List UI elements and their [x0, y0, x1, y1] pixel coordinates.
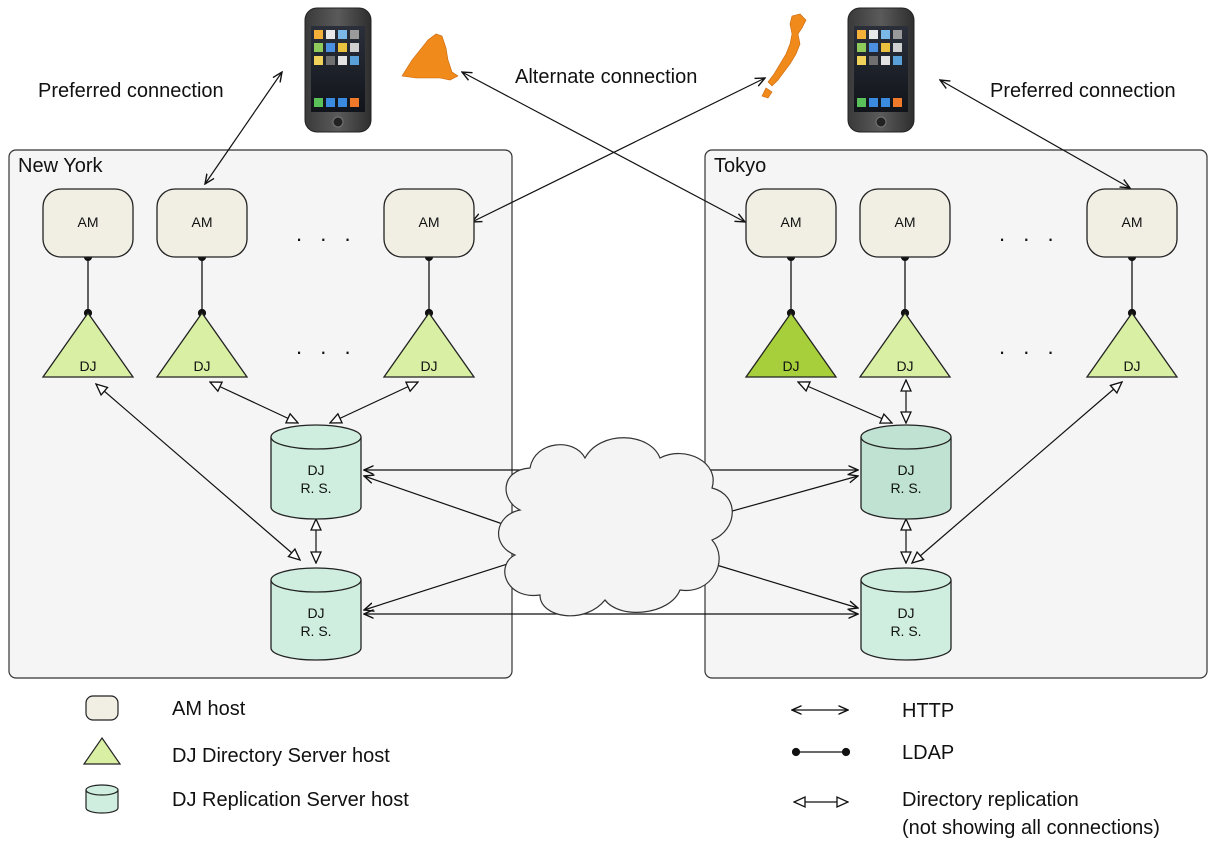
rs-host-label: R. S. [300, 480, 331, 496]
dj-host-label: DJ [1123, 358, 1140, 374]
rs-hosts: DJ R. S. DJ R. S. DJ R. S. DJ R. S. [270, 424, 952, 661]
legend-rs-icon [85, 784, 119, 814]
dj-host-label: DJ [79, 358, 96, 374]
dj-host-label: DJ [782, 358, 799, 374]
am-host-label: AM [1122, 214, 1143, 230]
am-hosts: AM AM AM AM AM AM [42, 188, 1178, 258]
replication-link [912, 382, 1122, 563]
dj-host-label: DJ [896, 358, 913, 374]
rs-host-label: DJ [307, 605, 324, 621]
dj-host: DJ [1085, 311, 1179, 378]
http-link [940, 80, 1130, 188]
region-label-new-york: New York [18, 155, 103, 177]
phone-icon [847, 7, 915, 133]
preferred-connection-label: Preferred connection [38, 80, 224, 102]
am-host-label: AM [419, 214, 440, 230]
legend: AM host DJ Directory Server host DJ Repl… [82, 695, 1160, 839]
rs-host: DJ R. S. [860, 567, 952, 661]
legend-http-label: HTTP [902, 700, 954, 722]
legend-am-label: AM host [172, 698, 246, 720]
dj-host-label: DJ [420, 358, 437, 374]
am-host-label: AM [78, 214, 99, 230]
rs-host: DJ R. S. [270, 567, 362, 661]
wan-link [364, 476, 521, 531]
dj-host: DJ [41, 311, 135, 378]
rs-host-label: R. S. [890, 480, 921, 496]
rs-host: DJ R. S. [860, 424, 952, 520]
am-host: AM [1086, 188, 1178, 258]
ellipsis: . . . [296, 221, 357, 246]
rs-host-label: DJ [307, 462, 324, 478]
replication-link [210, 382, 298, 423]
am-host: AM [745, 188, 837, 258]
alternate-connection-label: Alternate connection [515, 66, 697, 88]
legend-ldap-label: LDAP [902, 742, 954, 764]
legend-replication-label: Directory replication [902, 789, 1079, 811]
dj-host: DJ [155, 311, 249, 378]
rs-host: DJ R. S. [270, 424, 362, 520]
preferred-connection-label: Preferred connection [990, 80, 1176, 102]
am-host: AM [42, 188, 134, 258]
wan-link [364, 559, 521, 610]
dj-host: DJ [744, 311, 838, 378]
rs-host-label: R. S. [890, 623, 921, 639]
dj-host-label: DJ [193, 358, 210, 374]
dj-host: DJ [382, 311, 476, 378]
am-host: AM [383, 188, 475, 258]
legend-dj-icon [82, 736, 122, 765]
am-host: AM [859, 188, 951, 258]
legend-am-icon [85, 695, 119, 721]
http-link [472, 78, 765, 222]
legend-dj-label: DJ Directory Server host [172, 745, 390, 767]
legend-replication-note: (not showing all connections) [902, 817, 1160, 839]
dj-hosts: DJ DJ DJ DJ DJ DJ [41, 311, 1179, 378]
phone-icon [304, 7, 372, 133]
legend-rs-label: DJ Replication Server host [172, 789, 409, 811]
region-label-tokyo: Tokyo [714, 155, 766, 177]
wan-link [699, 559, 858, 608]
am-host-label: AM [192, 214, 213, 230]
http-link [205, 72, 282, 184]
am-host-label: AM [781, 214, 802, 230]
dj-host: DJ [858, 311, 952, 378]
rs-host-label: R. S. [300, 623, 331, 639]
new-york-map-icon [401, 33, 459, 81]
rs-host-label: DJ [897, 462, 914, 478]
replication-link [96, 384, 300, 560]
ellipsis: . . . [999, 334, 1060, 359]
ellipsis: . . . [999, 221, 1060, 246]
rs-host-label: DJ [897, 605, 914, 621]
ellipsis: . . . [296, 334, 357, 359]
replication-links [96, 380, 1122, 563]
am-host-label: AM [895, 214, 916, 230]
japan-map-icon [761, 13, 807, 99]
network-cloud-icon [498, 437, 733, 617]
replication-link [330, 382, 418, 423]
replication-link [798, 382, 892, 423]
ldap-links [83, 252, 1137, 318]
am-host: AM [156, 188, 248, 258]
